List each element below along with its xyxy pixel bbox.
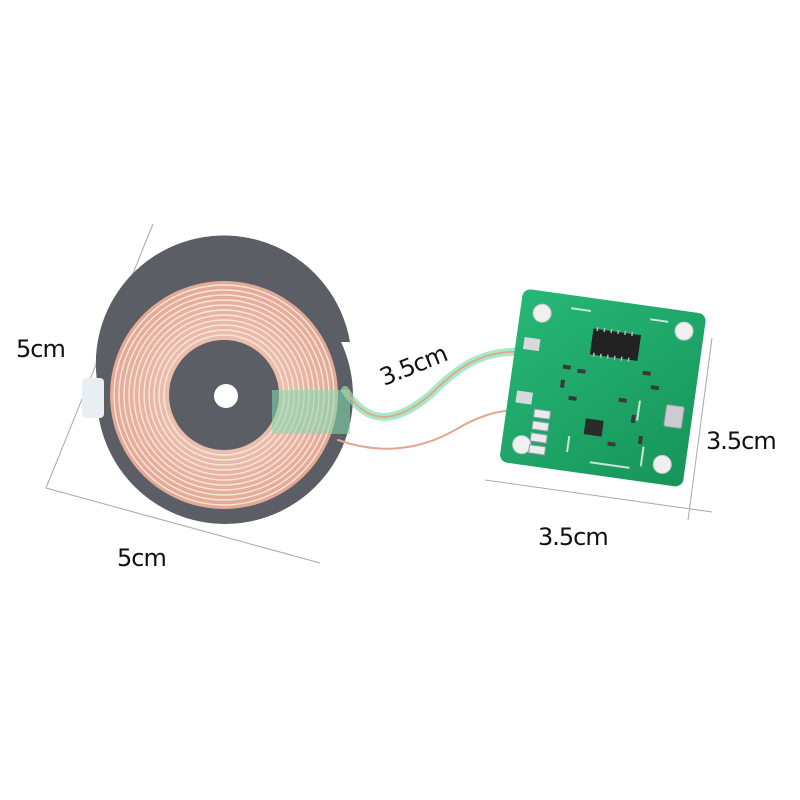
pcb-silkscreen [566, 307, 669, 469]
pcb-leds [528, 408, 552, 456]
coil-tab [82, 378, 104, 418]
coil-width-label: 5cm [117, 544, 166, 572]
solder-pad-bottom [515, 390, 533, 405]
coil-lead-channel [272, 390, 350, 434]
pcb-mount-hole-br [652, 454, 672, 474]
wireless-coil [82, 235, 353, 524]
coil-width-guide [45, 487, 321, 564]
pcb-module [500, 289, 706, 487]
board-height-label: 3.5cm [706, 427, 776, 455]
pcb-board [500, 289, 706, 487]
wire-lower [337, 409, 521, 450]
usb-port [663, 404, 685, 429]
pcb-mount-hole-tr [674, 321, 694, 341]
pcb-mount-hole-tl [532, 303, 552, 323]
board-width-guide [484, 479, 713, 513]
board-width-label: 3.5cm [538, 523, 608, 551]
board-height-guide [687, 337, 713, 521]
connecting-wires [337, 347, 524, 450]
pcb-components [559, 364, 660, 447]
pcb-small-ic [583, 418, 604, 437]
coil-height-label: 5cm [16, 335, 65, 363]
solder-pad-top [522, 336, 541, 352]
coil-center-hole [214, 384, 238, 408]
pcb-main-ic [589, 328, 642, 361]
